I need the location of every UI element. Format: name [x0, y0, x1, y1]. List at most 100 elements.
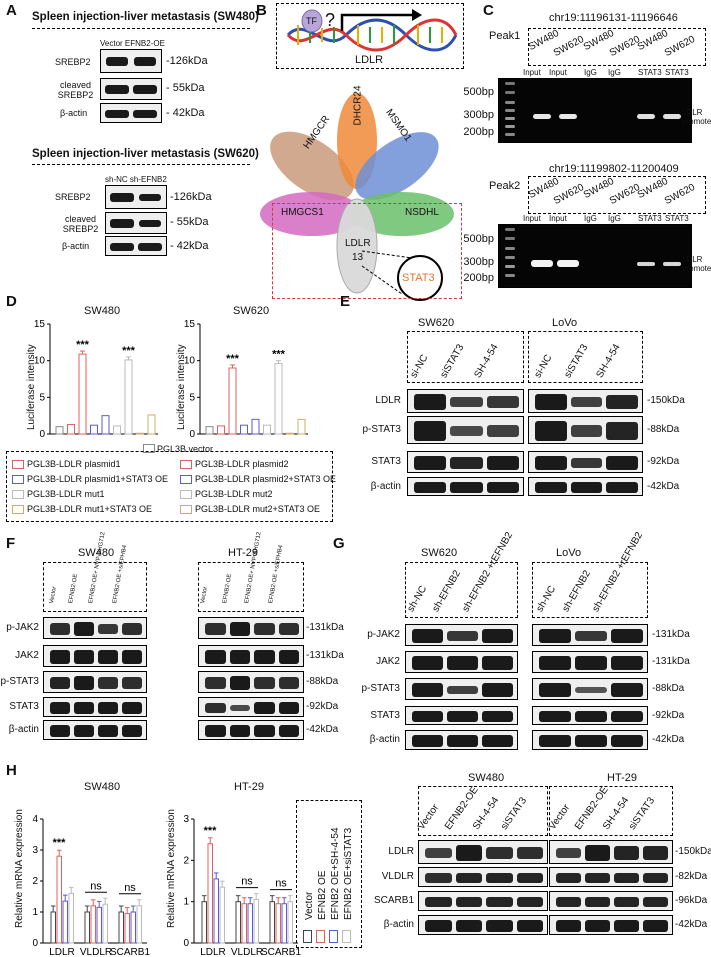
b-question-mark: ? — [325, 10, 336, 30]
d-legend-swatch — [12, 460, 24, 469]
G-row-label: p-STAT3 — [361, 683, 400, 694]
d-legend-swatch — [180, 460, 192, 469]
H-size-label: -42kDa — [675, 919, 708, 930]
F-size-label: -131kDa — [306, 650, 344, 661]
c-lane-label: IgG — [608, 214, 621, 223]
H-band — [614, 845, 639, 861]
h-legend-swatch — [342, 930, 351, 943]
F-band — [205, 703, 226, 713]
E-blot — [407, 477, 524, 496]
c-peak1-marker-300: 300bp — [463, 109, 494, 121]
h-y-tick-label: 0 — [183, 938, 189, 949]
d-legend-label: PGL3B-LDLR plasmid1+STAT3 OE — [27, 474, 168, 484]
h-bar — [207, 843, 213, 944]
F-size-label: -42kDa — [306, 724, 339, 735]
c-lane-label: IgG — [584, 68, 597, 77]
h-bar — [96, 906, 102, 944]
H-band — [585, 845, 610, 861]
H-band — [643, 872, 668, 884]
G-blot — [405, 706, 518, 725]
d-significance: *** — [76, 339, 90, 351]
d-legend-label: PGL3B-LDLR plasmid2 — [195, 459, 289, 469]
h-bar — [213, 878, 219, 944]
d-legend-swatch — [180, 505, 192, 514]
c-peak2-label: Peak2 — [489, 180, 521, 192]
a-bot-underline — [32, 164, 250, 165]
F-blot — [198, 645, 304, 667]
G-size-label: -92kDa — [652, 709, 685, 721]
h-y-tick-label: 3 — [183, 814, 189, 825]
H-band — [486, 920, 513, 932]
G-band — [575, 631, 607, 641]
h-ns-label: ns — [90, 880, 102, 892]
a-top-lane-labels: Vector EFNB2-OE — [100, 39, 165, 48]
d-legend-label: PGL3B-LDLR mut1+STAT3 OE — [27, 504, 152, 514]
h-bar — [275, 903, 281, 944]
F-band — [229, 705, 250, 711]
F-band — [74, 725, 94, 737]
E-band — [535, 482, 567, 493]
h-ylabel-left: Relative mRNA expression — [14, 809, 25, 928]
a-top-row-srebp2: SREBP2 — [55, 57, 91, 67]
F-band — [50, 702, 70, 714]
G-blot — [532, 651, 648, 673]
G-band — [539, 735, 571, 747]
F-band — [278, 702, 299, 714]
E-blot — [528, 416, 643, 444]
h-x-tick-label: VLDLR — [231, 947, 263, 957]
E-band — [570, 458, 603, 468]
F-band — [254, 650, 275, 664]
d-bar — [286, 432, 294, 435]
E-blot — [528, 389, 643, 413]
F-band — [98, 624, 118, 634]
h-y-tick-label: 1 — [183, 897, 189, 908]
h-y-tick-label: 1 — [32, 907, 38, 918]
d-legend-swatch — [180, 490, 192, 499]
h-bar — [124, 913, 130, 944]
h-x-tick-label: VLDLR — [80, 947, 112, 957]
h-significance: *** — [204, 825, 218, 837]
F-band — [98, 677, 118, 689]
H-band — [643, 920, 668, 932]
d-bar — [263, 424, 271, 435]
G-band — [575, 687, 607, 693]
h-bar — [68, 892, 74, 944]
H-row-label: VLDLR — [381, 871, 414, 882]
h-legend-box — [296, 800, 362, 948]
H-band — [486, 896, 513, 908]
d-bar — [113, 425, 121, 435]
H-band — [585, 872, 610, 884]
a-top-blot-srebp2 — [100, 49, 162, 73]
d-bar — [55, 426, 64, 435]
G-band — [412, 711, 443, 722]
H-band — [455, 896, 482, 908]
h-legend-label: EFNB2 OE+siSTAT3 — [343, 827, 354, 920]
a-bot-lane-labels: sh-NC sh-EFNB2 — [105, 175, 167, 184]
E-size-label: -92kDa — [647, 456, 680, 467]
G-band — [482, 735, 513, 747]
h-bar — [235, 901, 241, 944]
F-band — [98, 650, 118, 664]
d-significance: *** — [122, 345, 136, 357]
h-y-tick-label: 2 — [183, 855, 189, 866]
d-bar — [136, 432, 144, 435]
H-band — [585, 920, 610, 932]
H-band — [486, 872, 513, 884]
G-band — [412, 735, 443, 747]
G-band — [539, 656, 571, 670]
G-band — [447, 656, 478, 670]
e-lanes-box-sw620 — [407, 331, 524, 383]
h-legend-label: Vector — [304, 891, 315, 920]
e-title-sw620: SW620 — [418, 317, 455, 329]
d-legend-label: PGL3B-LDLR plasmid2+STAT3 OE — [195, 474, 336, 484]
g-lanes-box-lovo — [532, 562, 648, 618]
h-ns-label: ns — [275, 878, 287, 890]
h-bar — [130, 911, 136, 944]
G-band — [412, 629, 443, 643]
H-band — [486, 846, 513, 860]
d-bar — [228, 367, 237, 435]
d-legend-swatch — [12, 475, 24, 484]
G-size-label: -88kDa — [652, 683, 685, 694]
c-peak2-cells-box — [528, 176, 706, 214]
